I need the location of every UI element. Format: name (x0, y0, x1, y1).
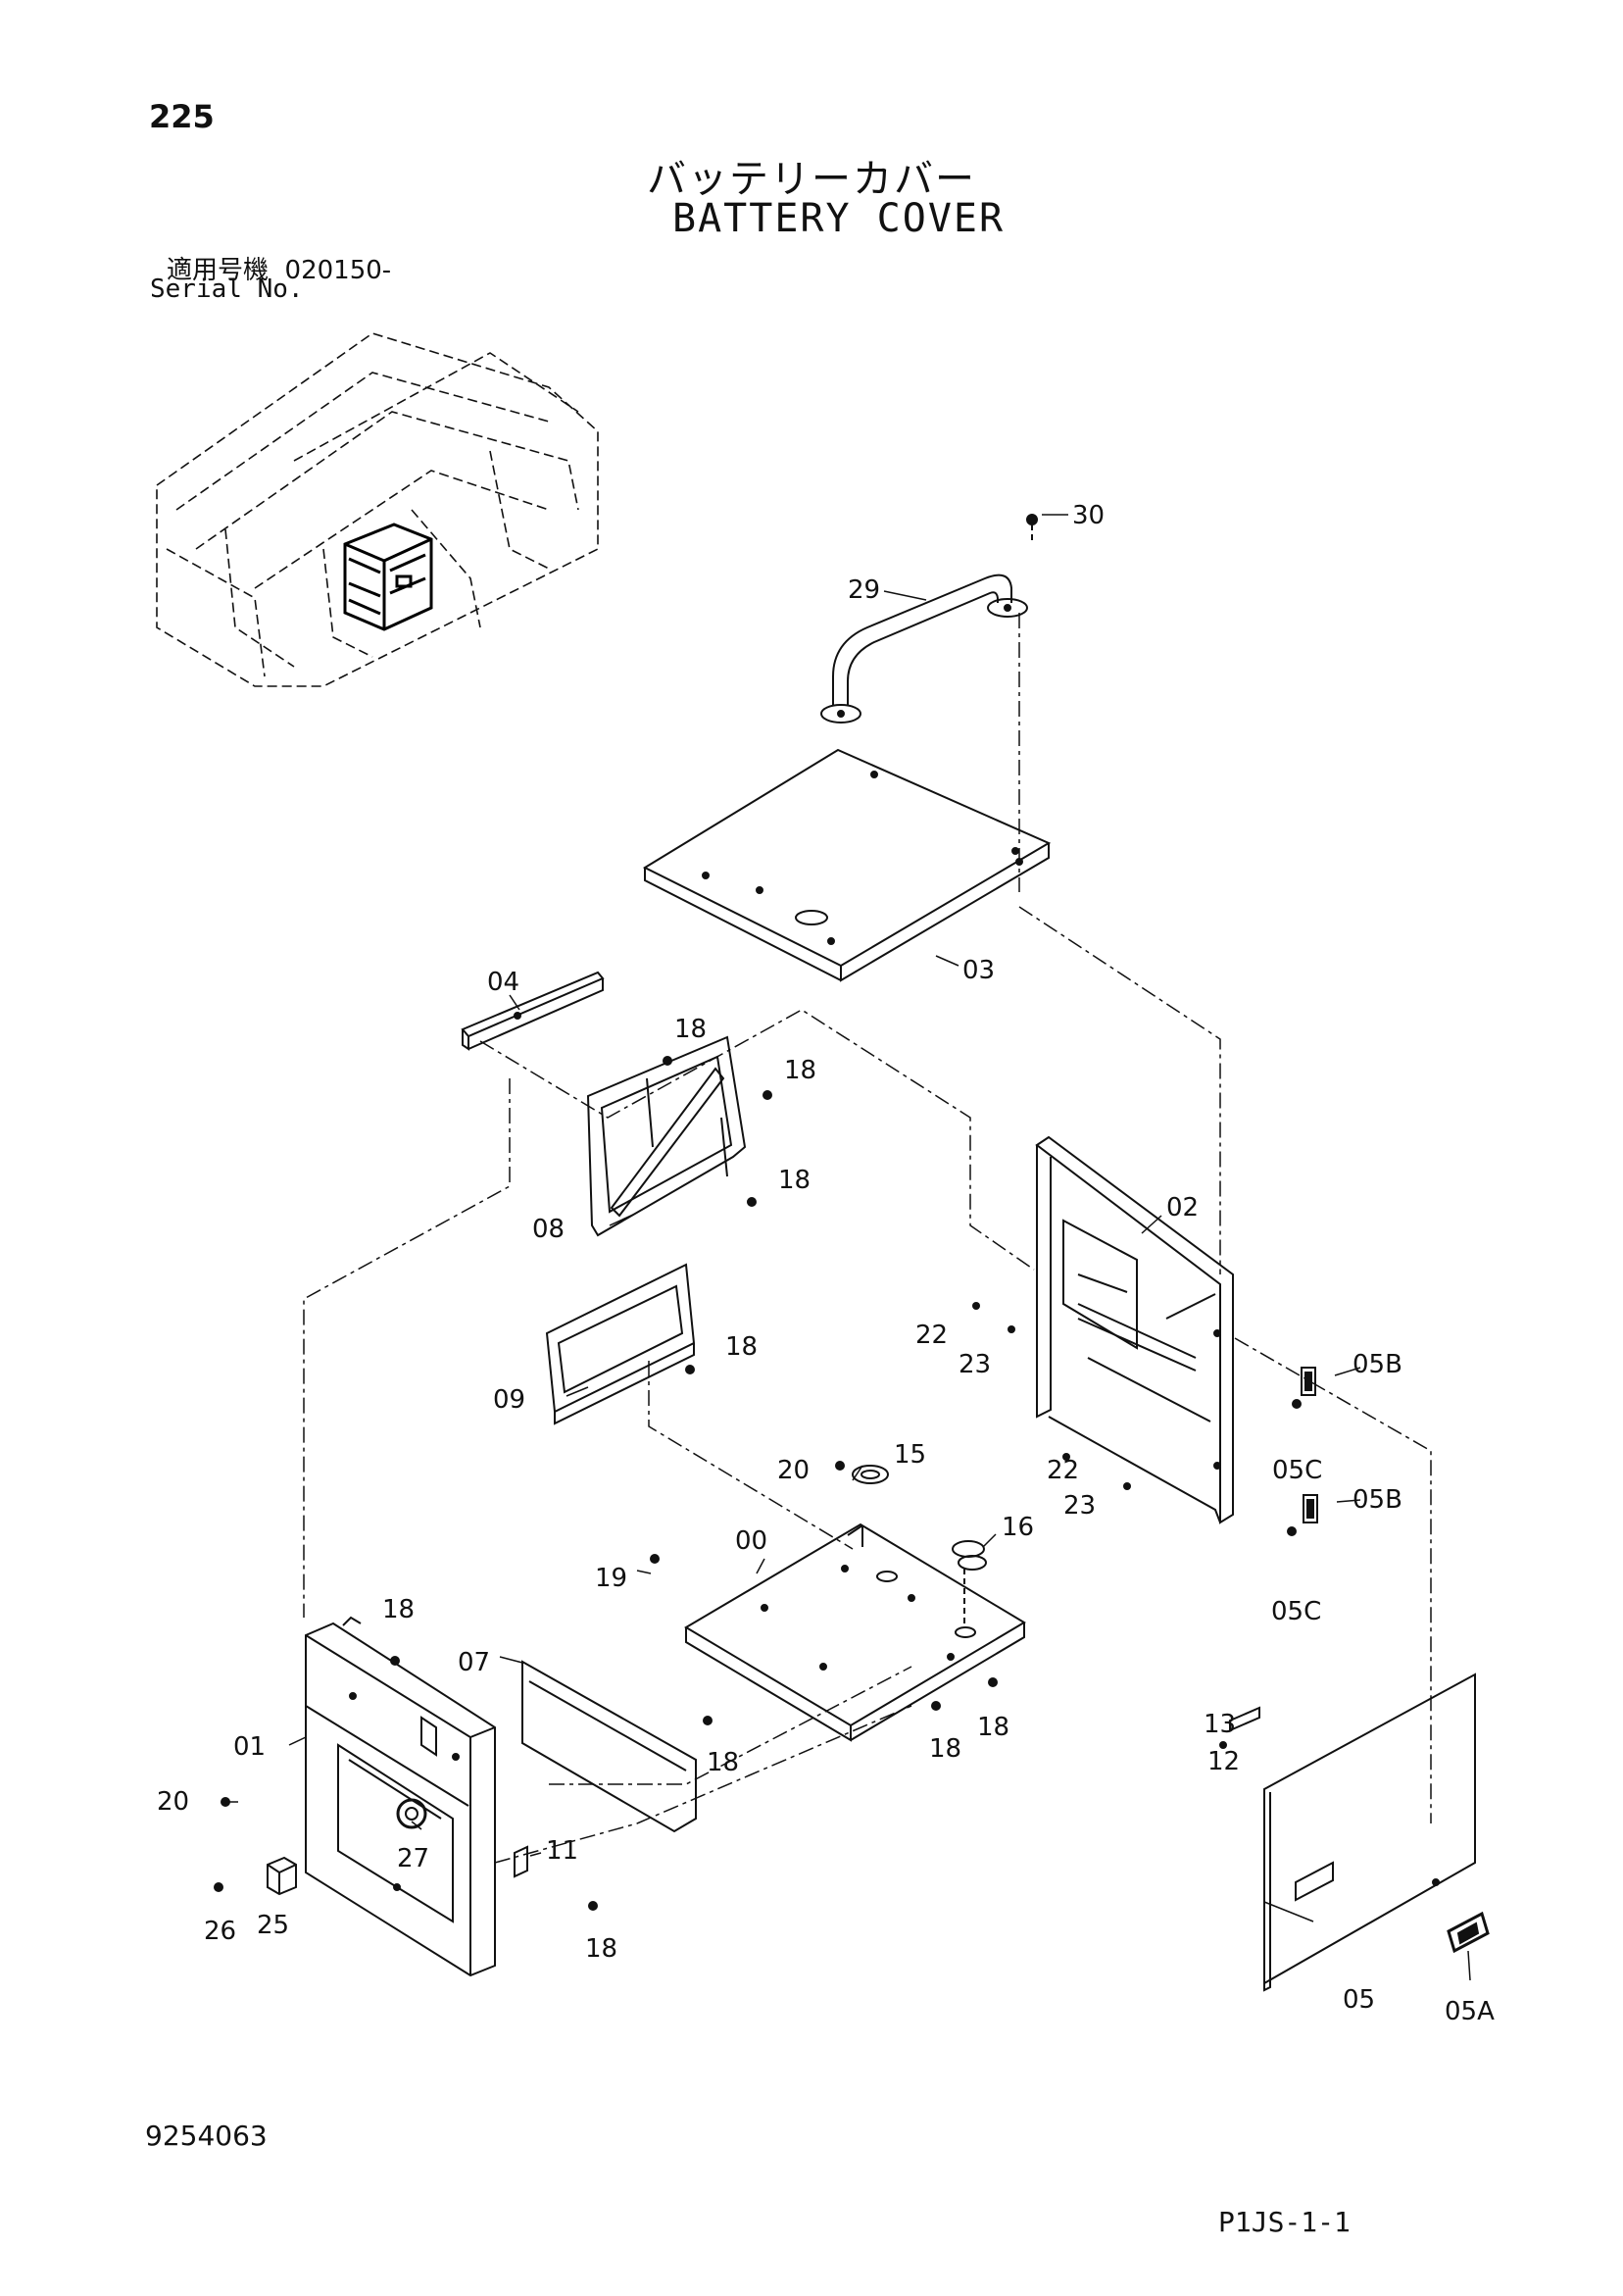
leader-front-to-base (494, 1705, 912, 1864)
callout-07: 07 (458, 1648, 490, 1677)
leader-top-to-right (1018, 906, 1221, 1274)
callout-23b: 23 (1063, 1491, 1096, 1521)
callout-08: 08 (532, 1215, 565, 1244)
handle-part-05a (1447, 1911, 1490, 1954)
callout-11: 11 (546, 1836, 578, 1866)
callout-18h: 18 (707, 1748, 739, 1777)
callout-25: 25 (257, 1911, 289, 1940)
callout-30: 30 (1072, 501, 1105, 530)
callout-13: 13 (1204, 1710, 1236, 1739)
callout-29: 29 (848, 575, 880, 605)
callout-15: 15 (894, 1440, 926, 1470)
callout-23a: 23 (959, 1350, 991, 1379)
grommet-part-16 (952, 1540, 987, 1627)
callout-26: 26 (204, 1917, 236, 1946)
leader-panel09-to-base (648, 1361, 854, 1550)
callout-05b-upper: 05B (1352, 1350, 1402, 1379)
callout-04: 04 (487, 968, 519, 997)
callout-22a: 22 (915, 1321, 948, 1350)
machine-overview-sketch (156, 332, 599, 687)
callout-00: 00 (735, 1526, 767, 1556)
callout-labels: 30 29 03 04 18 18 18 02 08 18 22 23 05B … (157, 501, 1495, 2026)
callout-12: 12 (1207, 1747, 1240, 1776)
base-frame-part-00 (684, 1522, 1026, 1742)
block-part-25 (267, 1856, 297, 1896)
leader-frame-to-cover (1234, 1337, 1432, 1823)
document-code: 9254063 (145, 2120, 268, 2152)
callout-18f: 18 (977, 1713, 1009, 1742)
bracket-part-04 (461, 971, 605, 1051)
callout-18c: 18 (778, 1166, 811, 1195)
bracket-part-11 (514, 1845, 528, 1878)
callout-05b-lower: 05B (1352, 1485, 1402, 1515)
serial-label-japanese: 適用号機 020150- (167, 250, 391, 286)
callout-18g: 18 (929, 1734, 961, 1764)
leader-bracket-to-rear (479, 1009, 1035, 1271)
callout-02: 02 (1166, 1193, 1199, 1223)
callout-05: 05 (1343, 1985, 1375, 2015)
screw-05c-lower (1287, 1526, 1297, 1536)
screw-05c-upper (1292, 1399, 1302, 1409)
title-english: BATTERY COVER (672, 196, 1006, 241)
title-japanese: バッテリーカバー (647, 157, 976, 202)
callout-16: 16 (1002, 1513, 1034, 1542)
callout-20a: 20 (777, 1456, 810, 1485)
latch-part-05b-upper (1301, 1367, 1316, 1396)
top-plate-part-03 (642, 748, 1052, 982)
leader-side-panel (549, 1666, 912, 1785)
side-cover-part-05 (1263, 1672, 1476, 1992)
leader-bracket-to-front (303, 1078, 511, 1618)
panel-part-08 (586, 1035, 747, 1237)
callout-18b: 18 (784, 1056, 816, 1085)
front-panel-part-01 (305, 1616, 496, 1977)
serial-label-english: Serial No. (150, 275, 304, 304)
callout-09: 09 (493, 1385, 525, 1415)
callout-18a: 18 (674, 1015, 707, 1044)
panel-part-09 (545, 1263, 696, 1425)
callout-03: 03 (962, 956, 995, 985)
callout-19: 19 (595, 1564, 627, 1593)
callout-01: 01 (233, 1732, 266, 1762)
callout-05c-lower: 05C (1271, 1597, 1321, 1626)
clip-parts-12-13 (1219, 1706, 1260, 1749)
callout-05a: 05A (1445, 1997, 1495, 2026)
frame-part-02 (1035, 1135, 1234, 1524)
side-panel-part-07 (521, 1660, 697, 1833)
callout-27: 27 (397, 1844, 429, 1873)
latch-part-05b-lower (1303, 1494, 1318, 1523)
callout-22b: 22 (1047, 1456, 1079, 1485)
bolt-part-30 (1026, 514, 1038, 544)
callout-18i: 18 (585, 1934, 617, 1964)
callout-05c-upper: 05C (1272, 1456, 1322, 1485)
page-number: 225 (149, 98, 215, 135)
bolt-markers (214, 1056, 1131, 1911)
grommet-part-15 (852, 1465, 889, 1484)
callout-18d: 18 (725, 1332, 758, 1362)
sheet-code: P1JS-1-1 (1218, 2206, 1351, 2238)
serial-range: 020150- (284, 256, 392, 285)
serial-label-jp-text: 適用号機 (167, 256, 270, 285)
callout-leaders (225, 514, 1471, 1981)
battery-box-highlight (343, 523, 433, 631)
callout-20b: 20 (157, 1787, 189, 1817)
handle-part-29 (820, 574, 1028, 724)
callout-18e: 18 (382, 1595, 415, 1624)
